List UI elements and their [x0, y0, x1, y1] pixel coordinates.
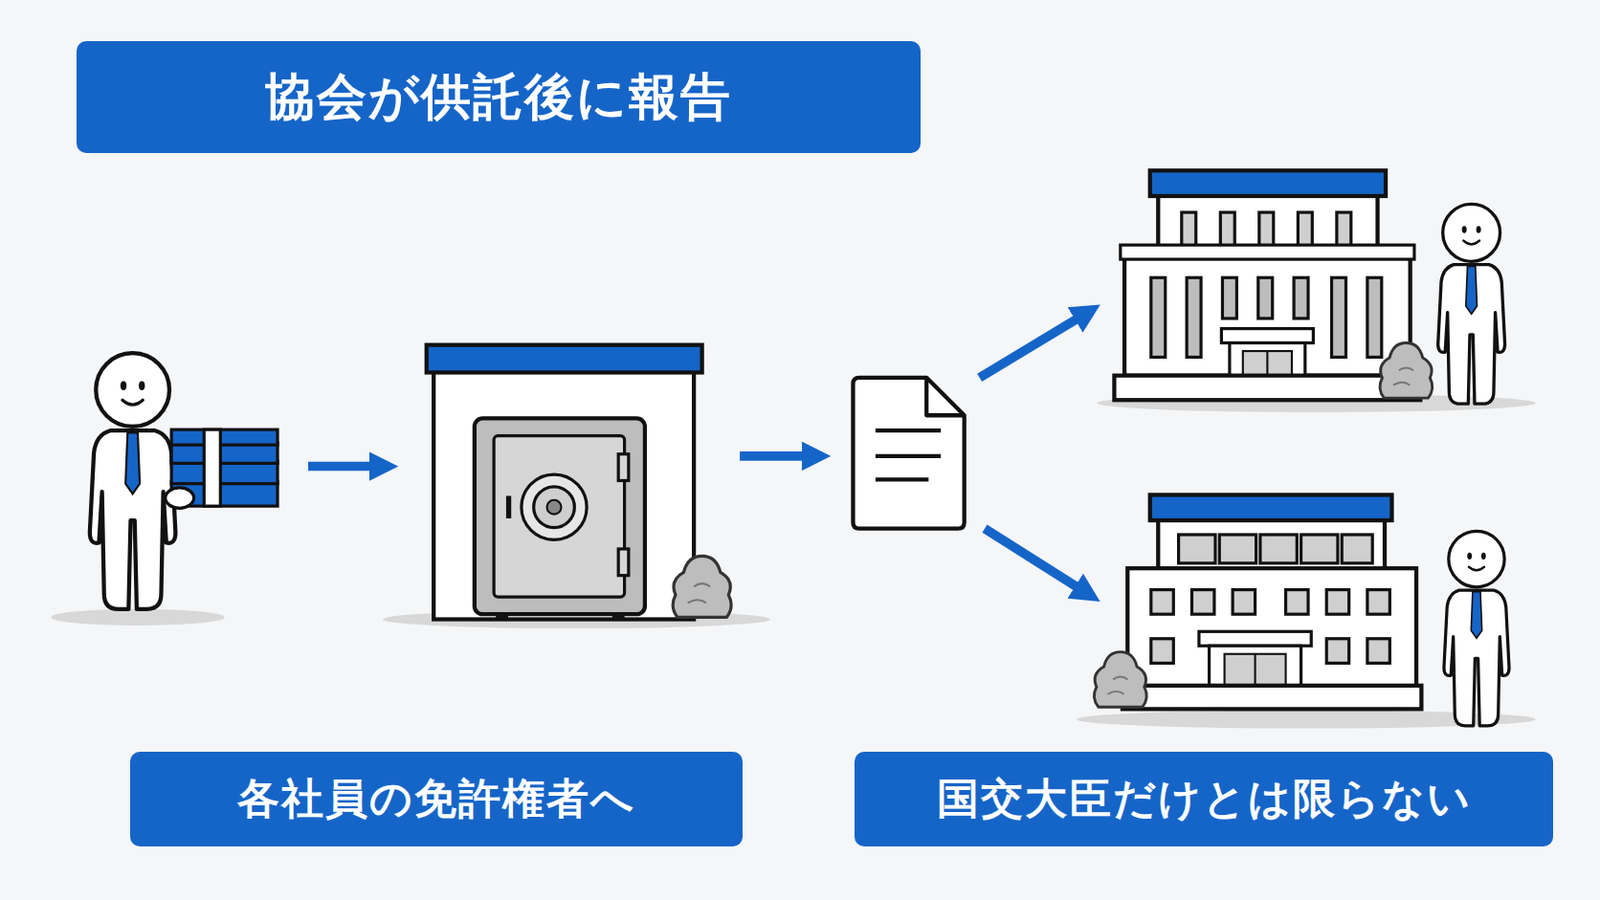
band-text: 各社員の免許権者へ — [237, 771, 636, 828]
band-text: 国交大臣だけとは限らない — [936, 771, 1472, 828]
label-band: 国交大臣だけとは限らない — [854, 752, 1554, 847]
label-band: 各社員の免許権者へ — [130, 752, 743, 847]
band-text: 協会が供託後に報告 — [265, 64, 733, 132]
title-band: 協会が供託後に報告 — [76, 41, 921, 154]
